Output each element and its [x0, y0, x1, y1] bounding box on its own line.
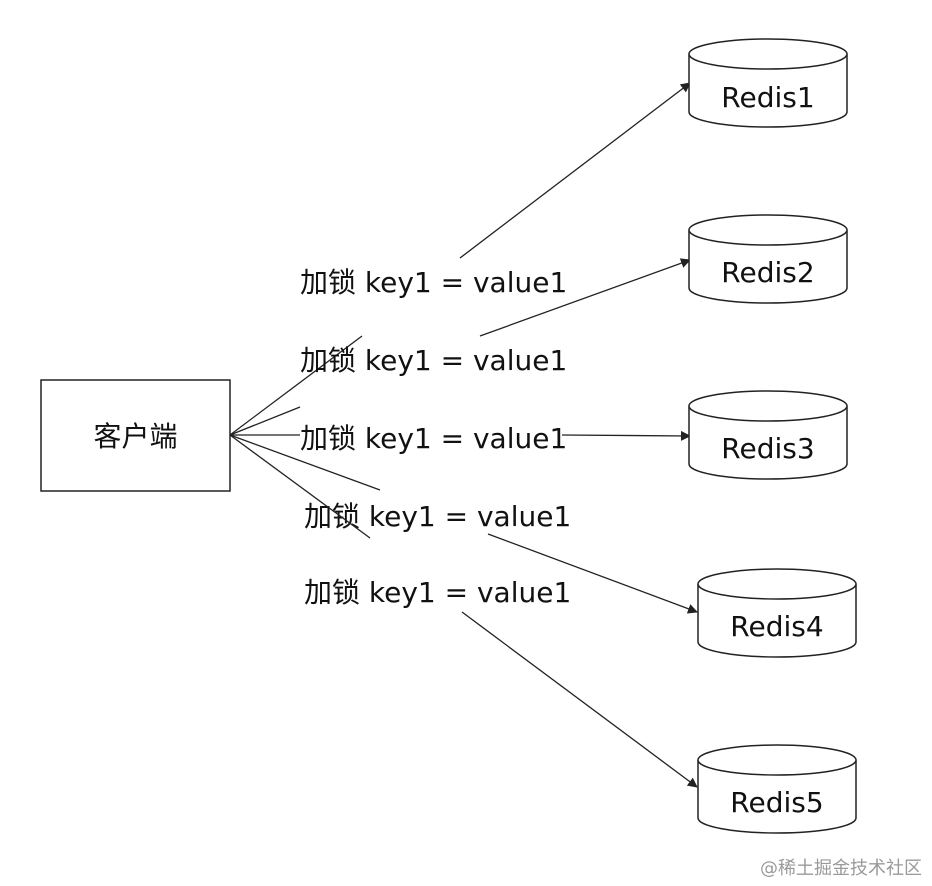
redis2-label: Redis2: [721, 256, 814, 289]
redis1-cylinder-body: [688, 54, 848, 128]
edge-redis4: 加锁 key1 = value1: [229, 434, 698, 614]
redis4-label: Redis4: [730, 610, 823, 643]
redis5-node: Redis5: [697, 744, 857, 834]
redis2-node: Redis2: [688, 214, 848, 304]
redis3-cylinder-top: [688, 390, 848, 422]
edge-line-redis3-b: [561, 430, 691, 441]
redis1-cylinder-top: [688, 38, 848, 70]
edge-label-redis4: 加锁 key1 = value1: [304, 500, 571, 533]
redis5-label: Redis5: [730, 786, 823, 819]
edge-label-redis5: 加锁 key1 = value1: [304, 576, 571, 609]
edge-line-redis5-a: [229, 434, 371, 539]
redis5-cylinder-body: [697, 760, 857, 834]
client-box: [40, 379, 231, 492]
redis4-node: Redis4: [697, 568, 857, 658]
edge-line-redis4-b: [487, 533, 698, 614]
edge-redis3: 加锁 key1 = value1: [230, 422, 691, 455]
edge-line-redis2-b: [479, 258, 691, 337]
edge-redis5: 加锁 key1 = value1: [229, 434, 698, 788]
edge-redis2: 加锁 key1 = value1: [229, 258, 691, 436]
edge-label-redis3: 加锁 key1 = value1: [300, 422, 567, 455]
client-node: 客户端: [40, 379, 231, 492]
redis4-cylinder-top: [697, 568, 857, 600]
redis1-node: Redis1: [688, 38, 848, 128]
redis3-cylinder-body: [688, 406, 848, 480]
edge-label-redis1: 加锁 key1 = value1: [300, 266, 567, 299]
watermark: @稀土掘金技术社区: [760, 858, 922, 879]
redis3-label: Redis3: [721, 432, 814, 465]
redis4-cylinder-body: [697, 584, 857, 658]
redis1-label: Redis1: [721, 81, 814, 114]
redis5-cylinder-top: [697, 744, 857, 776]
redis2-cylinder-body: [688, 230, 848, 304]
edge-line-redis4-a: [229, 434, 381, 491]
redis2-cylinder-top: [688, 214, 848, 246]
edge-redis1: 加锁 key1 = value1: [229, 82, 691, 436]
edge-line-redis2-a: [229, 406, 301, 436]
client-label: 客户端: [93, 420, 177, 453]
redis3-node: Redis3: [688, 390, 848, 480]
edge-line-redis1-b: [459, 82, 691, 259]
edge-line-redis5-b: [461, 611, 698, 788]
edge-line-redis1-a: [229, 335, 363, 436]
edge-label-redis2: 加锁 key1 = value1: [300, 344, 567, 377]
